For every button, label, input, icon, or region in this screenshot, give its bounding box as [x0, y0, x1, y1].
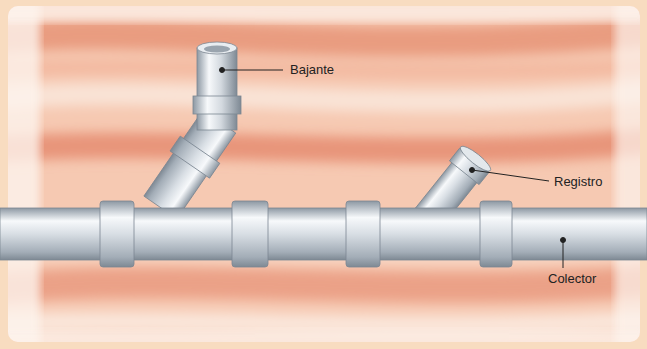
leader-lines [220, 68, 566, 269]
part-label: Bajante [290, 62, 334, 78]
downpipe [193, 42, 241, 130]
soil-ground [8, 6, 640, 342]
part-label: Registro [554, 174, 602, 190]
main-pipe [0, 201, 647, 267]
part-label: Colector [548, 271, 596, 287]
